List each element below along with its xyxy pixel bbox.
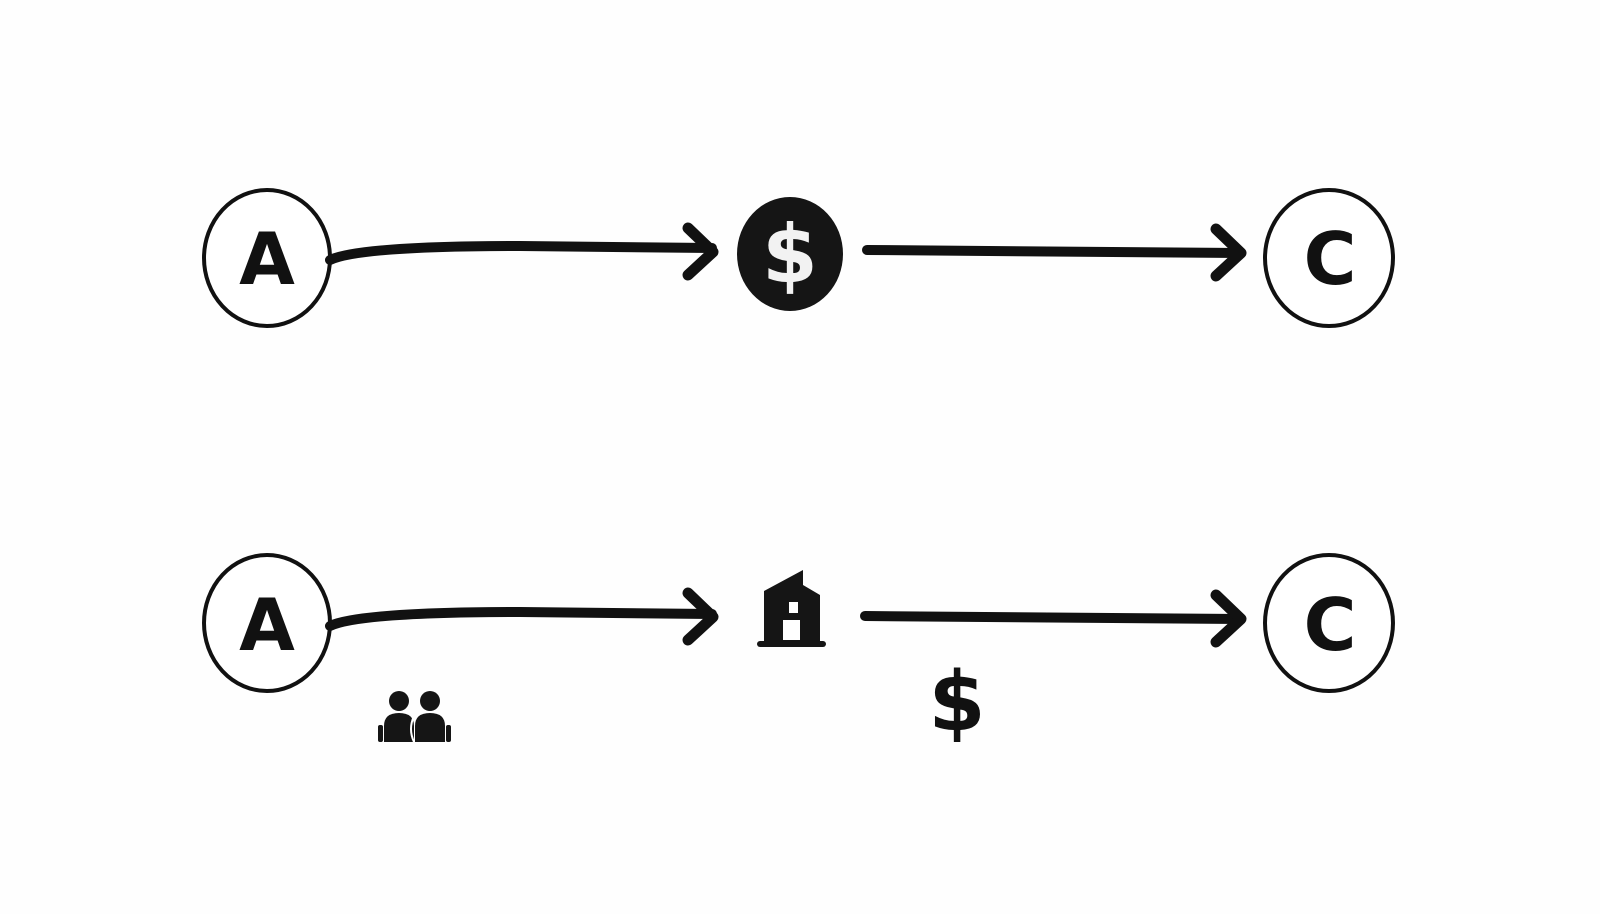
edge-a-to-house-bottom — [325, 587, 719, 646]
edge-line — [325, 606, 717, 631]
node-a-bottom-label: A — [239, 583, 295, 667]
two-people-icon — [378, 691, 451, 743]
node-a-top-label: A — [239, 217, 295, 301]
edge-line — [862, 245, 1245, 258]
node-c-top-label: C — [1304, 217, 1357, 301]
dollar-sign-icon: $ — [928, 655, 985, 750]
node-circle-outline — [1263, 553, 1395, 693]
edge-line — [860, 611, 1245, 624]
arrowhead-icon — [682, 222, 719, 281]
edge-line — [325, 240, 717, 265]
dollar-coin-icon — [737, 197, 843, 311]
node-c-top: C — [1263, 188, 1395, 328]
arrowhead-icon — [682, 587, 719, 646]
node-a-top: A — [202, 188, 332, 328]
node-c-bottom-label: C — [1304, 583, 1357, 667]
node-house-bottom — [757, 570, 826, 647]
house-icon — [757, 570, 826, 647]
arrowhead-icon — [1210, 589, 1247, 648]
edge-house-to-c-bottom — [860, 589, 1247, 648]
row-top: A $ C — [202, 188, 1395, 328]
node-circle-outline — [1263, 188, 1395, 328]
edge-coin-to-c-top — [862, 223, 1247, 282]
row-bottom: A — [202, 553, 1395, 750]
edge-a-to-coin-top — [325, 222, 719, 281]
node-a-bottom: A — [202, 553, 332, 693]
arrowhead-icon — [1210, 223, 1247, 282]
node-coin-top: $ — [737, 197, 843, 311]
node-coin-top-label: $ — [762, 208, 818, 301]
node-c-bottom: C — [1263, 553, 1395, 693]
